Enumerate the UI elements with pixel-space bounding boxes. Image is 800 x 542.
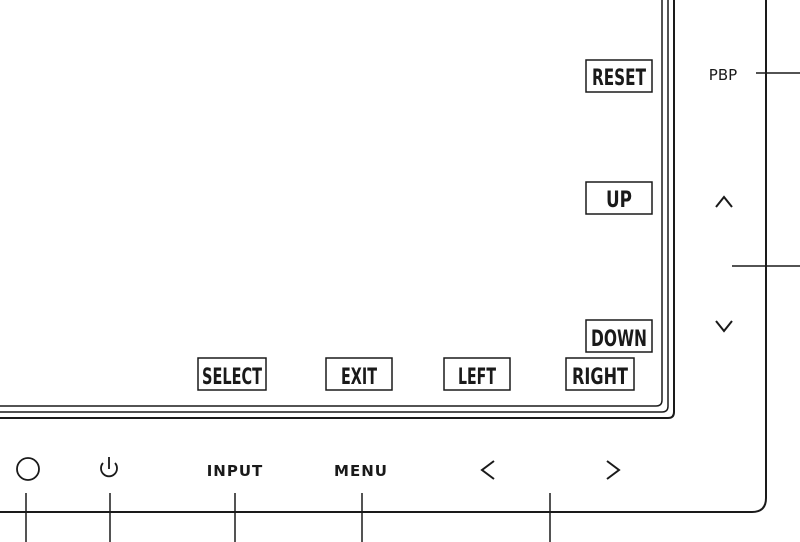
screen-border-middle [0,0,669,413]
input-button[interactable]: INPUT [207,462,264,480]
chevron-down-icon[interactable] [715,320,733,333]
pbp-button[interactable]: PBP [709,66,737,84]
power-icon[interactable] [100,457,118,478]
osd-label-down: DOWN [585,319,653,353]
osd-label-left: LEFT [443,357,511,391]
chevron-right-icon[interactable] [606,460,621,480]
osd-label-reset: RESET [585,59,653,93]
svg-text:LEFT: LEFT [458,365,496,390]
osd-label-exit: EXIT [325,357,393,391]
circle-button-icon[interactable] [16,457,40,481]
chevron-up-icon[interactable] [715,195,733,208]
osd-label-up: UP [585,181,653,215]
screen-border-inner [0,0,663,407]
osd-label-right: RIGHT [565,357,635,391]
svg-text:UP: UP [606,188,632,213]
svg-text:RESET: RESET [592,66,646,91]
svg-text:SELECT: SELECT [202,365,262,390]
chevron-left-icon[interactable] [480,460,495,480]
screen-border-outer [0,0,675,419]
monitor-bezel [0,0,767,513]
svg-text:DOWN: DOWN [591,327,647,352]
menu-button[interactable]: MENU [334,462,388,480]
svg-text:EXIT: EXIT [341,365,377,390]
svg-text:RIGHT: RIGHT [572,365,628,390]
osd-label-select: SELECT [197,357,267,391]
